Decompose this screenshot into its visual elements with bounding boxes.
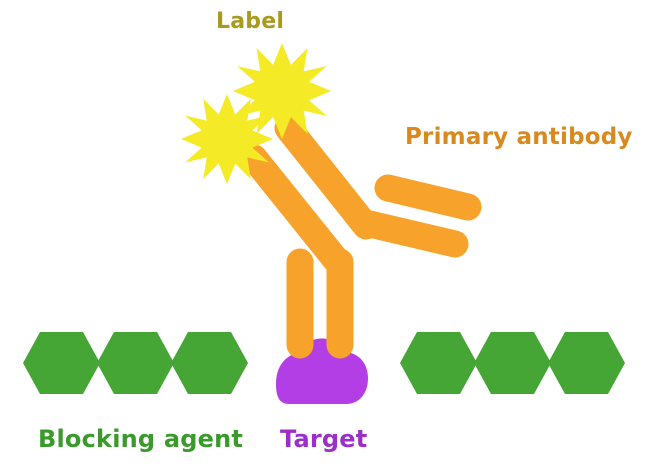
blocking-agent-hexagon: [474, 332, 551, 394]
antibody-arm-right-upper: [374, 174, 482, 221]
antibody-arm-left-outer: [240, 144, 350, 274]
antibody-arm-right-lower: [356, 210, 469, 258]
blocking-agent-hexagon: [97, 332, 174, 394]
blocking-agent-text: Blocking agent: [38, 425, 244, 453]
blocking-agent-right-group: [400, 332, 625, 394]
label-text: Label: [216, 9, 285, 34]
blocking-agent-hexagon: [548, 332, 625, 394]
blocking-agent-left-group: [23, 332, 248, 394]
blocking-agent-hexagon: [400, 332, 477, 394]
label-star-icon: [181, 94, 273, 184]
target-text: Target: [280, 425, 368, 453]
label-star-icon: [233, 43, 331, 139]
primary-antibody: [240, 114, 482, 359]
blocking-agent-hexagon: [23, 332, 100, 394]
blocking-agent-hexagon: [171, 332, 248, 394]
antibody-arm-left-inner: [274, 114, 380, 240]
primary-antibody-text: Primary antibody: [405, 124, 633, 150]
